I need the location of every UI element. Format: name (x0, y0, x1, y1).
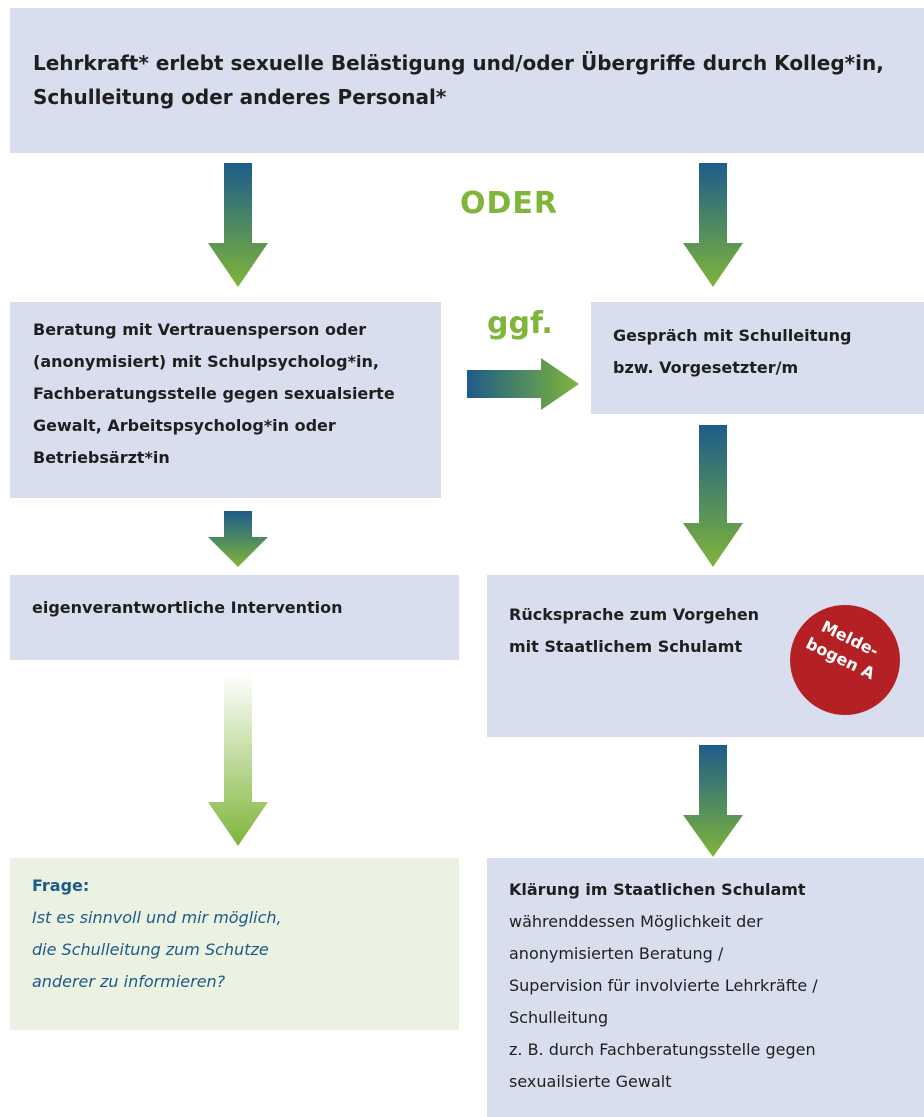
top-situation-box (10, 8, 924, 153)
down-arrow-right-1 (683, 163, 743, 287)
frage-box (10, 858, 459, 1030)
gespraech-text: Gespräch mit Schulleitung bzw. Vorgesetz… (613, 326, 852, 377)
oder-label: ODER (460, 186, 558, 221)
beratung-text: Beratung mit Vertrauensperson oder (anon… (33, 320, 395, 467)
meldebogen-badge: Melde- bogen A (790, 605, 900, 715)
intervention-text: eigenverantwortliche Intervention (32, 598, 343, 617)
klaerung-title: Klärung im Staatlichen Schulamt (509, 880, 806, 899)
klaerung-details: währenddessen Möglichkeit der anonymisie… (509, 912, 818, 1091)
gespraech-box (591, 302, 924, 414)
ggf-label: ggf. (487, 306, 553, 341)
down-arrow-right-2 (683, 425, 743, 567)
down-arrow-left-3 (208, 674, 268, 846)
down-arrow-right-3 (683, 745, 743, 857)
right-arrow-ggf (467, 358, 579, 410)
down-arrow-left-1 (208, 163, 268, 287)
klaerung-box (487, 858, 924, 1117)
frage-title: Frage: (32, 876, 90, 895)
situation-title: Lehrkraft* erlebt sexuelle Belästigung u… (33, 51, 884, 109)
beratung-box (10, 302, 441, 498)
intervention-box (10, 575, 459, 660)
ruecksprache-text: Rücksprache zum Vorgehen mit Staatlichem… (509, 605, 760, 656)
down-arrow-left-2 (208, 511, 268, 567)
frage-text: Ist es sinnvoll und mir möglich, die Sch… (32, 908, 282, 991)
